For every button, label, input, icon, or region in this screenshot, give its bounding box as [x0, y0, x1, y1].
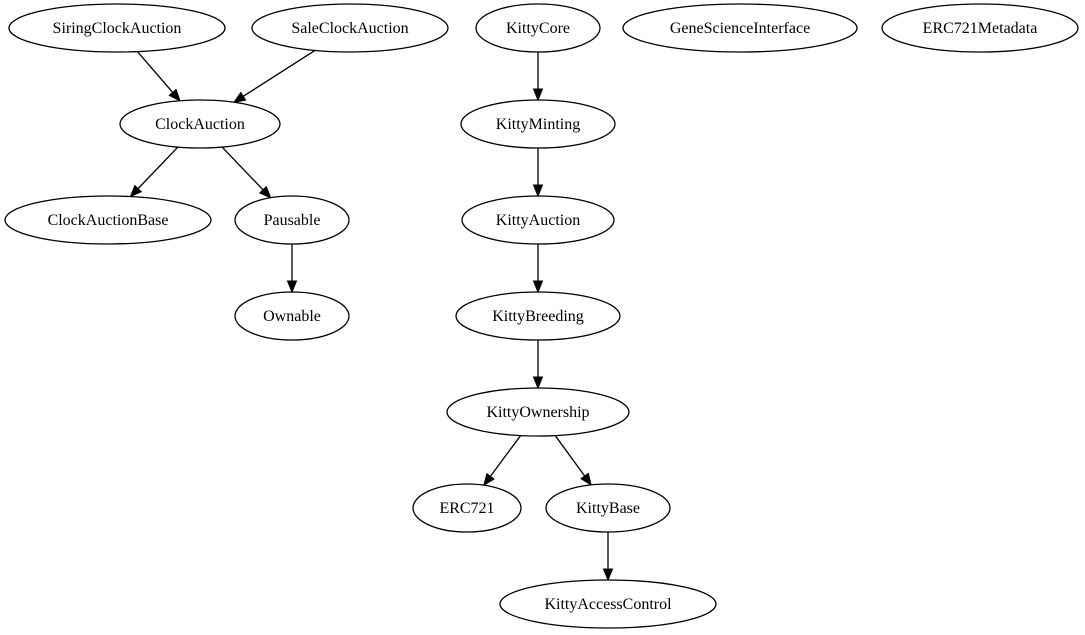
edge-kitty-minting-to-kitty-auction — [532, 148, 544, 198]
node-pausable: Pausable — [234, 195, 350, 245]
arrowhead-icon — [532, 376, 544, 390]
node-ellipse — [461, 195, 615, 245]
edge-line — [221, 146, 264, 191]
node-label: ERC721Metadata — [923, 20, 1038, 37]
edge-line — [242, 49, 316, 97]
node-ellipse — [412, 483, 522, 533]
node-label: KittyAccessControl — [544, 596, 672, 613]
edge-kitty-base-to-kitty-access-control — [602, 532, 614, 582]
node-ellipse — [545, 483, 671, 533]
arrowhead-icon — [532, 88, 544, 102]
edge-kitty-breeding-to-kitty-ownership — [532, 340, 544, 390]
node-ellipse — [446, 387, 630, 437]
node-kitty-access-control: KittyAccessControl — [499, 579, 717, 629]
edge-pausable-to-ownable — [286, 244, 298, 294]
node-siring-clock-auction: SiringClockAuction — [8, 3, 226, 53]
node-gene-science-interface: GeneScienceInterface — [622, 3, 858, 53]
node-label: SaleClockAuction — [291, 20, 408, 37]
node-label: ClockAuction — [155, 116, 245, 133]
node-erc721: ERC721 — [412, 483, 522, 533]
node-label: KittyCore — [506, 20, 570, 37]
arrowhead-icon — [258, 185, 272, 199]
node-kitty-auction: KittyAuction — [461, 195, 615, 245]
node-kitty-minting: KittyMinting — [460, 99, 616, 149]
edge-line — [554, 435, 586, 477]
edge-line — [137, 146, 179, 190]
node-label: Ownable — [263, 308, 321, 325]
node-clock-auction: ClockAuction — [119, 99, 281, 149]
node-label: KittyMinting — [496, 116, 580, 133]
edge-clock-auction-to-clock-auction-base — [129, 146, 179, 198]
edge-line — [136, 51, 174, 93]
edge-line — [489, 435, 522, 477]
node-label: KittyBreeding — [492, 308, 584, 325]
node-ellipse — [455, 291, 621, 341]
node-ellipse — [881, 3, 1079, 53]
node-erc721-metadata: ERC721Metadata — [881, 3, 1079, 53]
node-ellipse — [8, 3, 226, 53]
node-label: Pausable — [264, 212, 321, 229]
node-label: KittyBase — [576, 500, 640, 517]
node-ellipse — [234, 195, 350, 245]
node-label: ClockAuctionBase — [48, 212, 169, 229]
node-clock-auction-base: ClockAuctionBase — [4, 195, 212, 245]
node-label: GeneScienceInterface — [670, 20, 810, 37]
arrowhead-icon — [483, 472, 495, 487]
node-ellipse — [251, 3, 449, 53]
node-kitty-breeding: KittyBreeding — [455, 291, 621, 341]
arrowhead-icon — [168, 88, 181, 102]
node-kitty-base: KittyBase — [545, 483, 671, 533]
edges-layer — [129, 49, 614, 582]
edge-siring-clock-auction-to-clock-auction — [136, 51, 181, 102]
node-kitty-ownership: KittyOwnership — [446, 387, 630, 437]
arrowhead-icon — [532, 184, 544, 198]
node-ellipse — [499, 579, 717, 629]
arrowhead-icon — [232, 91, 247, 103]
edge-clock-auction-to-pausable — [221, 146, 272, 199]
arrowhead-icon — [129, 184, 143, 198]
node-ellipse — [460, 99, 616, 149]
node-label: ERC721 — [439, 500, 494, 517]
edge-sale-clock-auction-to-clock-auction — [232, 49, 316, 103]
node-ellipse — [234, 291, 350, 341]
edge-kitty-ownership-to-erc721 — [483, 435, 522, 487]
node-label: KittyOwnership — [486, 404, 589, 421]
edge-kitty-ownership-to-kitty-base — [554, 435, 592, 486]
arrowhead-icon — [580, 472, 592, 486]
node-ellipse — [475, 3, 601, 53]
arrowhead-icon — [602, 568, 614, 582]
node-label: KittyAuction — [496, 212, 580, 229]
arrowhead-icon — [532, 280, 544, 294]
arrowhead-icon — [286, 280, 298, 294]
edge-kitty-auction-to-kitty-breeding — [532, 244, 544, 294]
node-ellipse — [119, 99, 281, 149]
nodes-layer: SiringClockAuction SaleClockAuction KittyC… — [4, 3, 1079, 629]
node-label: SiringClockAuction — [53, 20, 182, 37]
node-kitty-core: KittyCore — [475, 3, 601, 53]
node-ellipse — [4, 195, 212, 245]
node-sale-clock-auction: SaleClockAuction — [251, 3, 449, 53]
edge-kitty-core-to-kitty-minting — [532, 52, 544, 102]
node-ellipse — [622, 3, 858, 53]
node-ownable: Ownable — [234, 291, 350, 341]
